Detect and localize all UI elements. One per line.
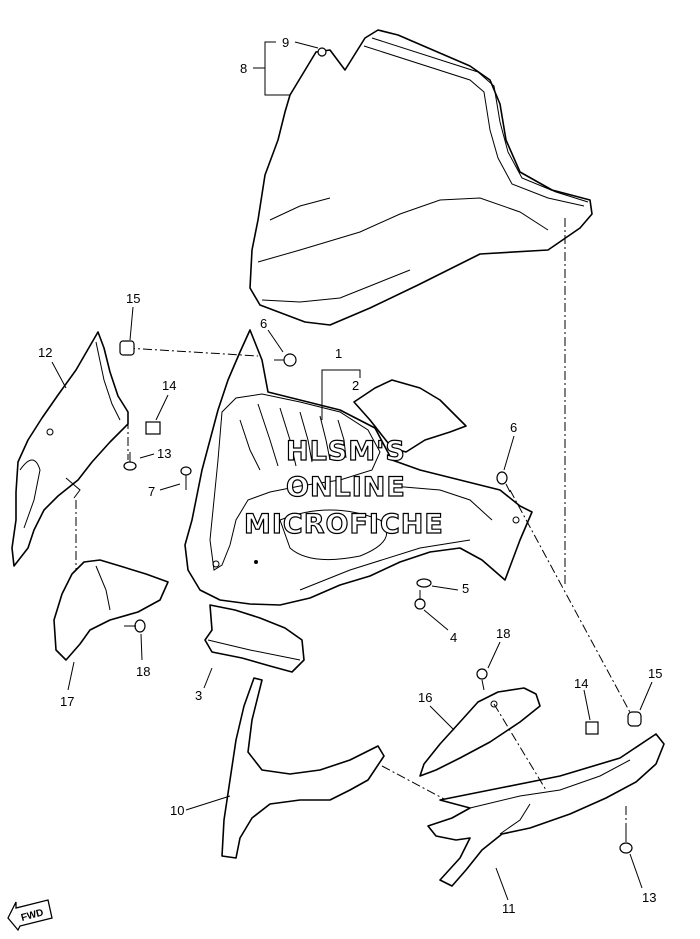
callout-9: 9: [282, 35, 289, 50]
callout-15-left: 15: [126, 291, 140, 306]
screw-part-18a: [124, 619, 146, 633]
collar-part-15b: [627, 711, 642, 727]
watermark-line-1: HLSM'S: [286, 436, 406, 467]
right-lower-cover-part: [427, 733, 665, 887]
callout-14-right: 14: [574, 676, 588, 691]
callout-18-right: 18: [496, 626, 510, 641]
fwd-arrow-icon: FWD: [7, 899, 53, 932]
callout-17: 17: [60, 694, 74, 709]
nut-part-14b: [585, 721, 599, 735]
callout-13-right: 13: [642, 890, 656, 905]
screw-part-18b: [476, 668, 488, 691]
callout-16: 16: [418, 690, 432, 705]
callout-12: 12: [38, 345, 52, 360]
collar-part-15a: [119, 340, 135, 356]
nut-part-14a: [145, 421, 161, 435]
screw-part-9: [317, 47, 327, 57]
callout-15-right: 15: [648, 666, 662, 681]
under-cover-part: [221, 677, 385, 859]
callout-13-left: 13: [157, 446, 171, 461]
small-cover-part: [419, 687, 541, 777]
screw-part-13a: [123, 452, 137, 471]
watermark-line-3: MICROFICHE: [244, 509, 444, 540]
callout-10: 10: [170, 803, 184, 818]
screw-part-13b: [619, 832, 633, 854]
watermark: HLSM'S ONLINE MICROFICHE: [243, 435, 444, 540]
screw-part-4: [414, 590, 426, 610]
screw-part-7: [180, 466, 192, 490]
callout-11: 11: [502, 901, 516, 916]
callout-3: 3: [195, 688, 202, 703]
windshield-part: [249, 29, 593, 326]
air-duct-part: [204, 604, 305, 673]
callout-14-left: 14: [162, 378, 176, 393]
callout-4: 4: [450, 630, 457, 645]
callout-18-left: 18: [136, 664, 150, 679]
callout-6-right: 6: [510, 420, 517, 435]
callout-1: 1: [335, 346, 342, 361]
callout-5: 5: [462, 581, 469, 596]
callout-7: 7: [148, 484, 155, 499]
screw-part-6a: [274, 353, 297, 367]
grommet-part-5: [416, 578, 432, 588]
watermark-line-2: ONLINE: [286, 472, 406, 503]
callout-8: 8: [240, 61, 247, 76]
sheet-part: [353, 379, 467, 453]
lower-left-cover-part: [53, 559, 169, 661]
left-side-panel-part: [11, 331, 129, 567]
inner-panel-part: [184, 329, 533, 606]
callout-2: 2: [352, 378, 359, 393]
callout-6-top: 6: [260, 316, 267, 331]
screw-part-6b: [496, 471, 511, 493]
